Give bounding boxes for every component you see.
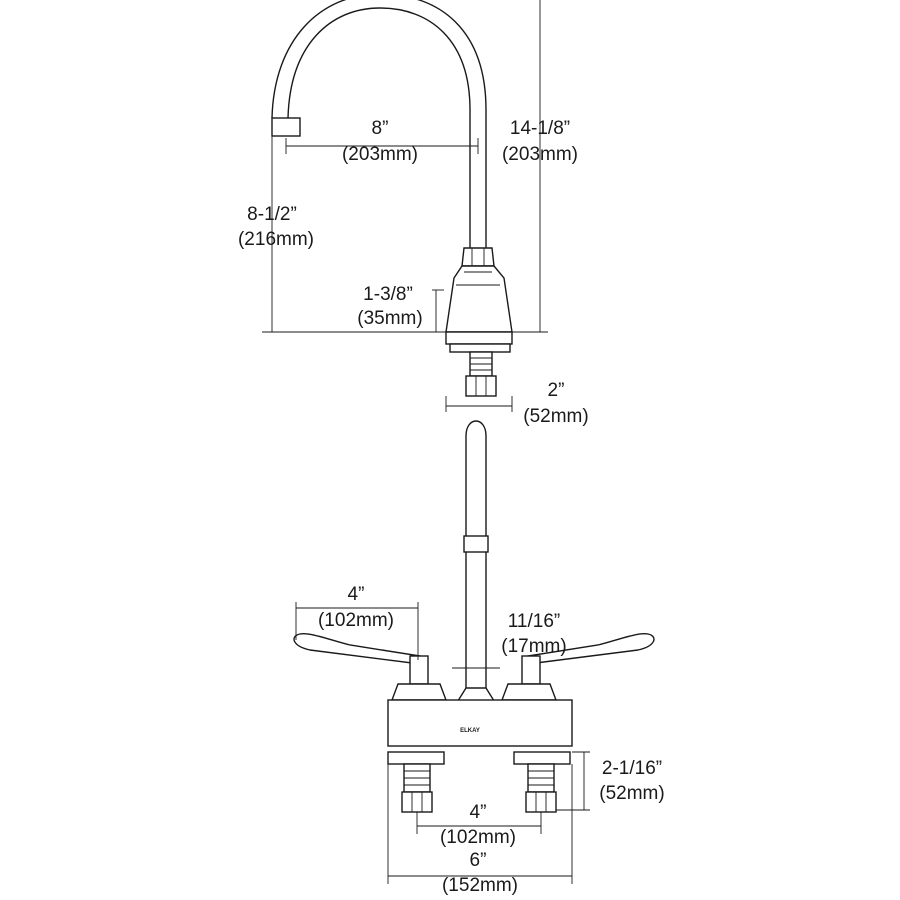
spout-joint: [463, 535, 489, 553]
side-base-body: [445, 265, 513, 333]
overall-width-imperial: 6”: [470, 850, 487, 871]
front-view-dimension-lines: [295, 602, 590, 884]
shank-length-metric: (52mm): [599, 783, 664, 804]
spout-diameter-imperial: 11/16”: [508, 611, 560, 632]
left-gasket: [387, 751, 445, 765]
left-valve-bonnet: [390, 683, 448, 701]
front-view-faucet: ELKAY: [293, 420, 655, 813]
base-height-metric: (35mm): [357, 308, 422, 329]
overall-width-metric: (152mm): [442, 875, 518, 896]
spout-reach-metric: (203mm): [342, 144, 418, 165]
outlet-height-imperial: 8-1/2”: [247, 204, 297, 225]
shank-length-imperial: 2-1/16”: [602, 758, 662, 779]
side-view-dimension-lines: [262, 0, 548, 412]
base-height-imperial: 1-3/8”: [363, 284, 413, 305]
handle-length-metric: (102mm): [318, 610, 394, 631]
spout-height-metric: (203mm): [502, 144, 578, 165]
side-view-faucet: [271, 0, 513, 397]
side-deck-plate: [445, 331, 513, 345]
left-shank-nut: [401, 791, 433, 813]
front-deck-body: [387, 699, 573, 747]
aerator-tip: [271, 117, 301, 137]
center-spacing-imperial: 4”: [470, 802, 487, 823]
outlet-height-metric: (216mm): [238, 229, 314, 250]
spout-collar: [461, 247, 495, 267]
spout-reach-imperial: 8”: [372, 118, 389, 139]
dimension-labels: 8” (203mm) 14-1/8” (203mm) 8-1/2” (216mm…: [238, 118, 665, 896]
side-shank-nut: [465, 375, 497, 397]
right-valve-bonnet: [500, 683, 558, 701]
handle-length-imperial: 4”: [348, 584, 365, 605]
left-wrist-blade-handle: [293, 632, 421, 665]
brand-mark: ELKAY: [460, 728, 480, 734]
right-shank-nut: [525, 791, 557, 813]
spout-diameter-metric: (17mm): [501, 636, 566, 657]
spout-height-imperial: 14-1/8”: [510, 118, 570, 139]
right-gasket: [513, 751, 571, 765]
base-width-imperial: 2”: [548, 380, 565, 401]
center-spacing-metric: (102mm): [440, 827, 516, 848]
right-wrist-blade-handle: [527, 632, 655, 665]
base-width-metric: (52mm): [523, 406, 588, 427]
